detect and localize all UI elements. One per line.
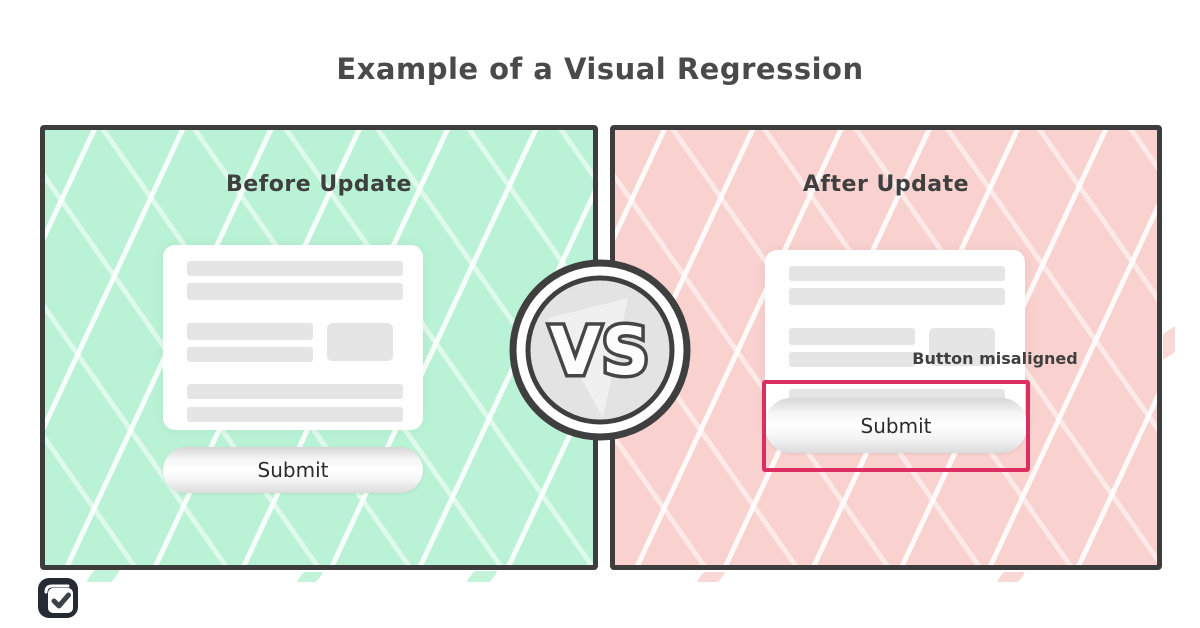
texture-speck	[1163, 325, 1175, 361]
texture-speck	[85, 570, 121, 582]
skeleton-bar	[789, 352, 915, 367]
skeleton-bar	[187, 407, 403, 422]
skeleton-bar	[187, 347, 313, 362]
skeleton-bar	[187, 384, 403, 399]
skeleton-bar	[789, 288, 1005, 305]
page-title: Example of a Visual Regression	[336, 52, 864, 86]
before-panel: Before Update Submit	[40, 125, 598, 570]
texture-speck	[996, 572, 1026, 582]
skeleton-box	[327, 323, 393, 361]
after-panel: After Update Submit Button misaligned	[610, 125, 1162, 570]
before-panel-header: Before Update	[226, 172, 412, 197]
after-submit-button-misaligned[interactable]: Submit	[765, 398, 1027, 453]
regression-annotation: Button misaligned	[912, 349, 1078, 368]
texture-speck	[466, 571, 498, 582]
regression-highlight-box	[762, 380, 1030, 472]
checkbox-logo	[36, 576, 80, 620]
texture-speck	[296, 572, 324, 582]
before-form-card	[163, 245, 423, 430]
skeleton-bar	[789, 328, 915, 345]
skeleton-bar	[789, 266, 1005, 281]
skeleton-box	[929, 328, 995, 366]
vs-badge: VS	[508, 258, 692, 442]
checkbox-icon	[38, 578, 78, 618]
skeleton-bar	[187, 323, 313, 340]
skeleton-bar	[187, 261, 403, 276]
before-submit-button[interactable]: Submit	[163, 447, 423, 493]
skeleton-bar	[187, 283, 403, 300]
after-panel-header: After Update	[802, 172, 970, 197]
vs-circle-icon: VS	[509, 259, 691, 441]
vs-label: VS	[550, 313, 651, 390]
texture-speck	[696, 572, 726, 582]
